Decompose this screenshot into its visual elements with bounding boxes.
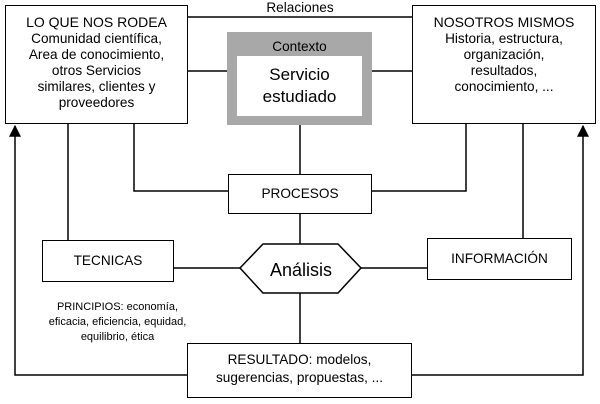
principles-line: equilibrio, ética: [80, 331, 155, 343]
ourselves-box: NOSOTROS MISMOS Historia, estructura, or…: [412, 5, 596, 124]
result-line: RESULTADO: modelos,: [227, 352, 372, 367]
techniques-box: TECNICAS: [42, 240, 174, 282]
service-line: Servicio: [269, 65, 330, 84]
information-label: INFORMACIÓN: [451, 251, 548, 266]
principles-line: eficacia, eficiencia, equidad,: [48, 316, 187, 328]
service-line: estudiado: [262, 87, 337, 106]
context-label: Contexto: [272, 39, 327, 54]
surroundings-box: LO QUE NOS RODEA Comunidad científica, A…: [5, 5, 188, 124]
ourselves-line: conocimiento, ...: [454, 79, 554, 94]
processes-label: PROCESOS: [261, 186, 339, 201]
feedback-right-arrow: [412, 124, 589, 376]
result-box: RESULTADO: modelos, sugerencias, propues…: [187, 343, 412, 398]
surroundings-line: proveedores: [58, 95, 135, 110]
context-box: Contexto Servicio estudiado: [227, 32, 372, 125]
ourselves-line: Historia, estructura,: [445, 31, 563, 46]
processes-box: PROCESOS: [228, 174, 372, 214]
information-box: INFORMACIÓN: [427, 238, 572, 280]
ourselves-to-processes-line: [372, 124, 467, 192]
surroundings-line: similares, clientes y: [37, 79, 156, 94]
feedback-left-arrow: [9, 124, 187, 376]
analysis-hexagon: [238, 243, 363, 294]
ourselves-line: resultados,: [470, 63, 538, 78]
techniques-label: TECNICAS: [73, 253, 143, 268]
surroundings-line: Comunidad científica,: [31, 31, 162, 46]
principles-line: PRINCIPIOS: economía,: [56, 301, 179, 313]
principles-text: PRINCIPIOS: economía, eficacia, eficienc…: [30, 300, 205, 345]
result-line: sugerencias, propuestas, ...: [216, 370, 383, 385]
ourselves-title: NOSOTROS MISMOS: [433, 14, 575, 30]
surroundings-to-processes-line: [133, 124, 228, 192]
relations-label: Relaciones: [266, 0, 334, 15]
surroundings-line: Area de conocimiento,: [28, 47, 165, 62]
analysis-label: Análisis: [269, 260, 333, 280]
surroundings-line: otros Servicios: [51, 63, 142, 78]
ourselves-line: organización,: [463, 47, 545, 62]
surroundings-title: LO QUE NOS RODEA: [26, 14, 167, 30]
service-box: Servicio estudiado: [237, 56, 362, 116]
